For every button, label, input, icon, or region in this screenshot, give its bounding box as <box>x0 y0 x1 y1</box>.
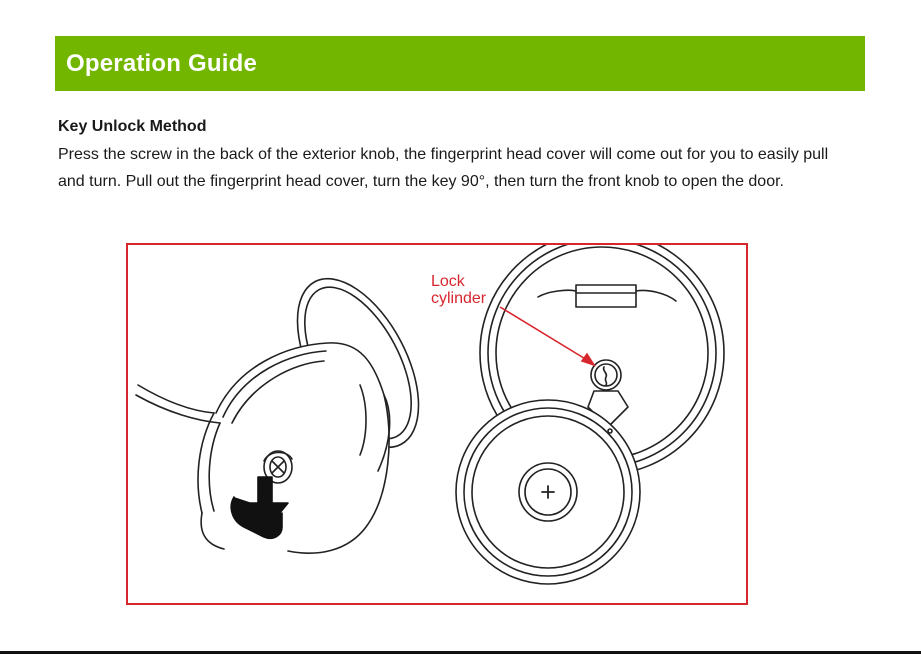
illustration-frame: Lock cylinder <box>126 243 748 605</box>
lock-cylinder-callout: Lock cylinder <box>431 273 486 307</box>
section-heading: Key Unlock Method <box>58 118 206 136</box>
fingerprint-cover-front-drawing <box>456 400 640 584</box>
page-title: Operation Guide <box>66 50 257 78</box>
callout-line-2: cylinder <box>431 290 486 307</box>
instruction-text: Press the screw in the back of the exter… <box>58 141 848 195</box>
section-header-bar: Operation Guide <box>55 36 865 91</box>
callout-line-1: Lock <box>431 273 486 290</box>
